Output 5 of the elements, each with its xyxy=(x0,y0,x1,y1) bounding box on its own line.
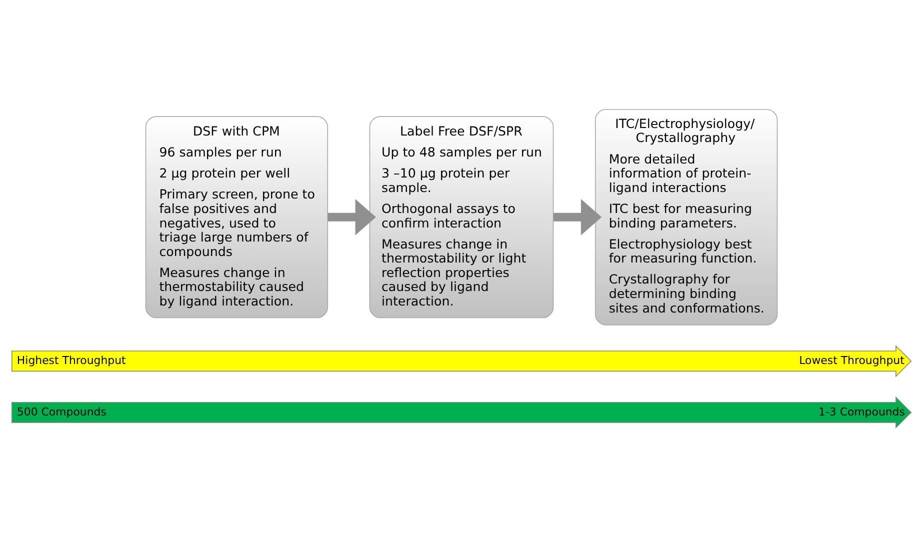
node-box: Label Free DSF/SPR Up to 48 samples per run 3 –10 µg protein per sample. Orthogonal assays to confirm interaction Measures change in thermostability or light reflection properties caused by ligand interaction. xyxy=(369,116,554,318)
node-box: ITC/Electrophysiology/ Crystallography More detailed information of protein-ligand interactions ITC best for measuring binding parameters. Electrophysiology best for measuring function. Crystallography for determining binding sites and conformations. xyxy=(594,108,778,326)
node-box: DSF with CPM 96 samples per run 2 µg protein per well Primary screen, prone to false positives and negatives, used to triage large numbers of compounds Measures change in thermostability caused by ligand interaction. xyxy=(145,116,328,318)
arrow xyxy=(328,199,376,236)
arrow xyxy=(553,199,602,236)
